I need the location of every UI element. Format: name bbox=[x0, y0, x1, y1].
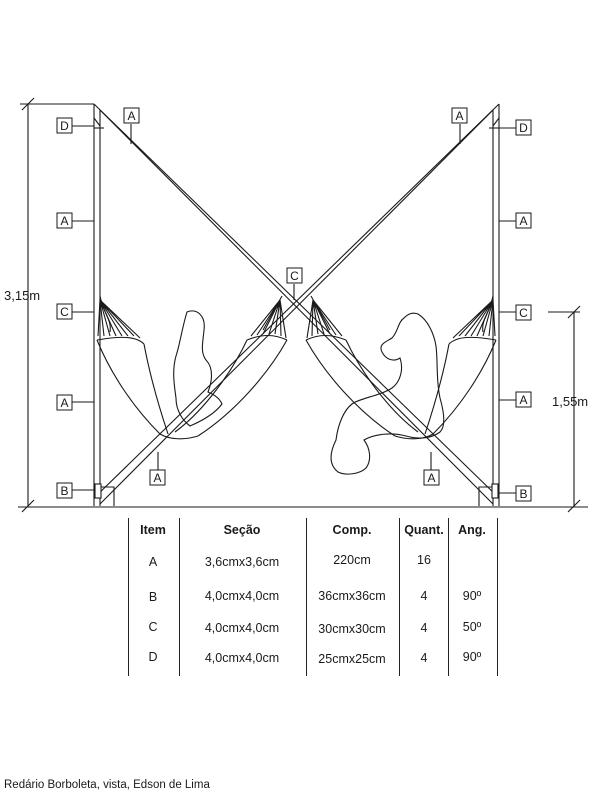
callout-label-C-left: C bbox=[56, 303, 73, 320]
dimension-label-total-height: 3,15m bbox=[4, 288, 40, 303]
callout-label-D-left: D bbox=[56, 117, 73, 134]
callout-label-B-right: B bbox=[515, 485, 532, 502]
row-D-quant: 4 bbox=[420, 651, 428, 665]
callout-label-A-top-right: A bbox=[451, 107, 468, 124]
callout-leaders bbox=[72, 124, 516, 494]
svg-text:D: D bbox=[519, 121, 528, 135]
hammock-frame-drawing: D A A D A A C C bbox=[4, 97, 588, 513]
left-hammock bbox=[96, 295, 288, 440]
callout-label-A-bottom-left: A bbox=[149, 469, 166, 486]
svg-text:A: A bbox=[127, 109, 135, 123]
callout-label-B-left: B bbox=[56, 482, 73, 499]
callout-label-C-right: C bbox=[515, 304, 532, 321]
svg-text:C: C bbox=[519, 306, 528, 320]
row-B-quant: 4 bbox=[420, 589, 428, 603]
table-rule bbox=[448, 518, 449, 676]
header-quant: Quant. bbox=[404, 523, 444, 537]
diagonal-left-top-to-right-bottom bbox=[93, 103, 500, 505]
svg-text:B: B bbox=[519, 487, 527, 501]
row-B-ang: 90º bbox=[462, 589, 482, 603]
row-C-comp: 30cmx30cm bbox=[318, 622, 386, 636]
svg-text:A: A bbox=[519, 214, 527, 228]
header-ang: Ang. bbox=[458, 523, 486, 537]
svg-text:B: B bbox=[60, 484, 68, 498]
svg-text:C: C bbox=[60, 305, 69, 319]
callout-label-A-bottom-right: A bbox=[423, 469, 440, 486]
svg-text:A: A bbox=[427, 471, 435, 485]
dimension-hammock-height bbox=[548, 305, 581, 513]
dimension-label-hammock-height: 1,55m bbox=[552, 394, 588, 409]
callout-label-A-right-lower: A bbox=[515, 391, 532, 408]
row-D-secao: 4,0cmx4,0cm bbox=[204, 651, 280, 665]
header-secao: Seção bbox=[223, 523, 261, 537]
svg-text:C: C bbox=[290, 269, 299, 283]
row-B-comp: 36cmx36cm bbox=[318, 589, 386, 603]
row-C-quant: 4 bbox=[420, 621, 428, 635]
table-rule bbox=[179, 518, 180, 676]
header-comp: Comp. bbox=[332, 523, 372, 537]
callout-label-A-left-upper: A bbox=[56, 212, 73, 229]
row-C-item: C bbox=[148, 620, 158, 634]
svg-text:A: A bbox=[153, 471, 161, 485]
row-C-ang: 50º bbox=[462, 620, 482, 634]
row-B-secao: 4,0cmx4,0cm bbox=[204, 589, 280, 603]
left-person-figure bbox=[173, 310, 223, 427]
row-A-secao: 3,6cmx3,6cm bbox=[204, 555, 280, 569]
row-D-item: D bbox=[148, 650, 158, 664]
figure-caption: Redário Borboleta, vista, Edson de Lima bbox=[4, 779, 210, 791]
row-A-quant: 16 bbox=[417, 553, 431, 567]
callout-label-A-top-left: A bbox=[123, 107, 140, 124]
svg-text:A: A bbox=[60, 214, 68, 228]
table-rule bbox=[497, 518, 498, 676]
callout-label-C-center: C bbox=[286, 267, 303, 284]
row-A-item: A bbox=[148, 555, 158, 569]
callout-label-D-right: D bbox=[515, 119, 532, 136]
callout-boxes: D A A D A A C C bbox=[56, 107, 532, 502]
svg-text:A: A bbox=[455, 109, 463, 123]
left-post bbox=[93, 104, 101, 506]
row-D-comp: 25cmx25cm bbox=[318, 652, 386, 666]
header-item: Item bbox=[140, 523, 166, 537]
svg-text:D: D bbox=[60, 119, 69, 133]
callout-label-A-right-upper: A bbox=[515, 212, 532, 229]
callout-label-A-left-lower: A bbox=[56, 394, 73, 411]
specification-table: Item Seção Comp. Quant. Ang. A 3,6cmx3,6… bbox=[128, 518, 498, 676]
row-B-item: B bbox=[148, 590, 158, 604]
row-C-secao: 4,0cmx4,0cm bbox=[204, 621, 280, 635]
svg-text:A: A bbox=[519, 393, 527, 407]
dimension-total-height bbox=[20, 97, 94, 513]
right-person-figure bbox=[330, 312, 445, 475]
row-D-ang: 90º bbox=[462, 650, 482, 664]
svg-text:A: A bbox=[60, 396, 68, 410]
diagonal-right-top-to-left-bottom bbox=[93, 103, 500, 505]
right-hammock bbox=[305, 295, 497, 440]
table-rule bbox=[306, 518, 307, 676]
table-rule bbox=[128, 518, 129, 676]
right-post bbox=[492, 104, 500, 506]
row-A-comp: 220cm bbox=[333, 553, 371, 567]
table-rule bbox=[399, 518, 400, 676]
